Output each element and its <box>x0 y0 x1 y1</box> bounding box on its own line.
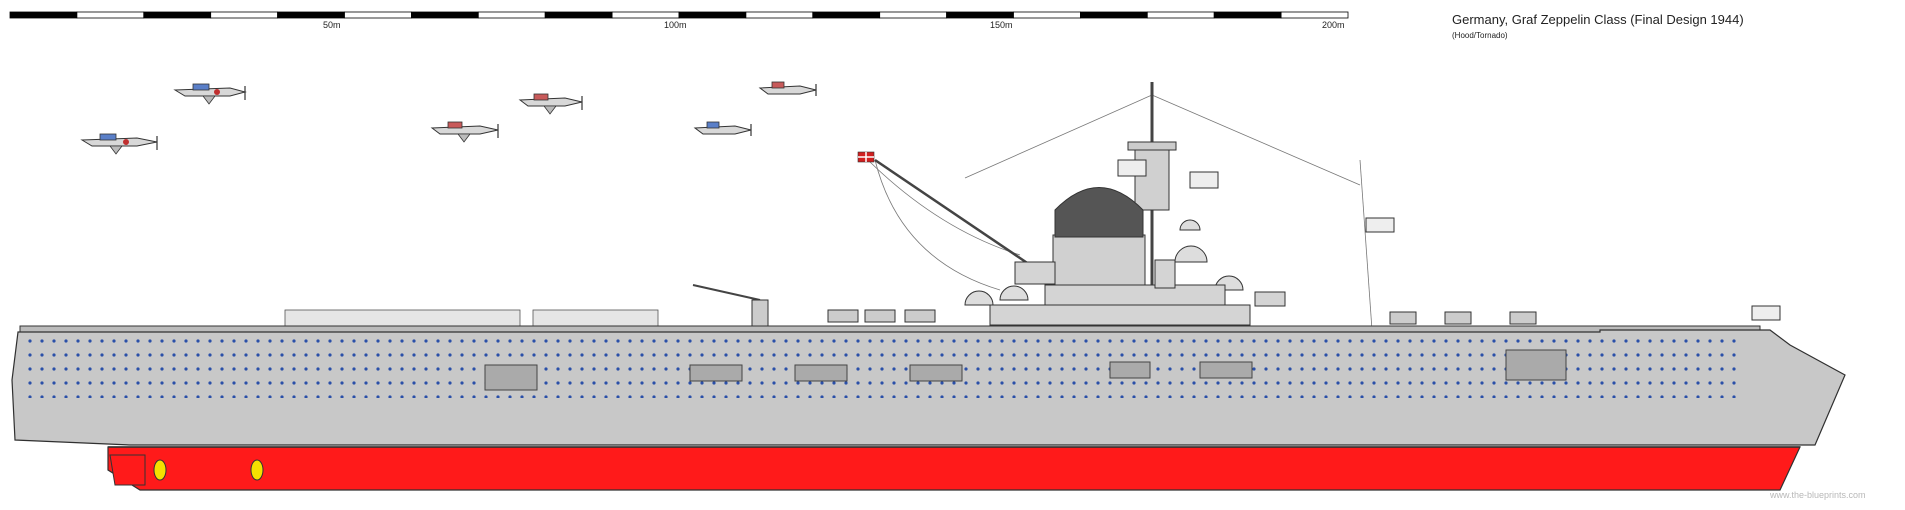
scale-bar-segment <box>477 11 546 19</box>
scale-bar-segment <box>76 11 145 19</box>
deck-crane <box>692 284 769 331</box>
funnel <box>1052 187 1146 291</box>
aircraft-3 <box>518 93 583 115</box>
aircraft-5 <box>758 81 817 96</box>
gun-directors <box>964 219 1244 306</box>
scale-bar-segment <box>879 11 948 19</box>
aircraft-2 <box>80 133 158 155</box>
scale-bar-segment <box>1213 11 1282 19</box>
scale-bar-segment <box>210 11 278 19</box>
aircraft-6 <box>693 121 752 136</box>
rigging-lines <box>869 94 1373 331</box>
scale-bar-segment <box>344 11 412 19</box>
scale-bar-segment <box>1013 11 1081 19</box>
scale-label-100m: 100m <box>664 20 687 30</box>
scale-bar-segment <box>611 11 680 19</box>
scale-bar-segment <box>1146 11 1215 19</box>
radar-antennas <box>1117 159 1781 321</box>
scale-bar <box>9 11 1349 19</box>
scale-bar-segment <box>277 11 345 19</box>
island <box>989 259 1286 326</box>
scale-label-50m: 50m <box>323 20 341 30</box>
flight-deck <box>19 309 1761 333</box>
aircraft-1 <box>173 83 247 105</box>
scale-bar-segment <box>9 11 78 19</box>
scale-label-200m: 200m <box>1322 20 1345 30</box>
porthole-rows <box>20 336 1740 398</box>
scale-bar-segment <box>1080 11 1148 19</box>
aircraft-4 <box>430 121 499 143</box>
side-openings <box>484 349 1567 391</box>
scale-bar-segment <box>812 11 881 19</box>
scale-bar-segment <box>745 11 814 19</box>
scale-bar-segment <box>946 11 1014 19</box>
scale-bar-segment <box>1280 11 1349 19</box>
scale-bar-segment <box>678 11 747 19</box>
scale-label-150m: 150m <box>990 20 1013 30</box>
scale-bar-segment <box>143 11 212 19</box>
drawing-title: Germany, Graf Zeppelin Class (Final Desi… <box>1452 12 1744 27</box>
hull-lower <box>107 446 1801 491</box>
drawing-credit: (Hood/Tornado) <box>1452 31 1508 40</box>
propellers <box>109 454 264 486</box>
scale-bar-segment <box>410 11 479 19</box>
flag-staff <box>857 151 1046 277</box>
scale-bar-segment <box>544 11 613 19</box>
watermark: www.the-blueprints.com <box>1770 490 1866 500</box>
aa-guns <box>827 309 1537 325</box>
aircraft-group <box>80 81 817 155</box>
